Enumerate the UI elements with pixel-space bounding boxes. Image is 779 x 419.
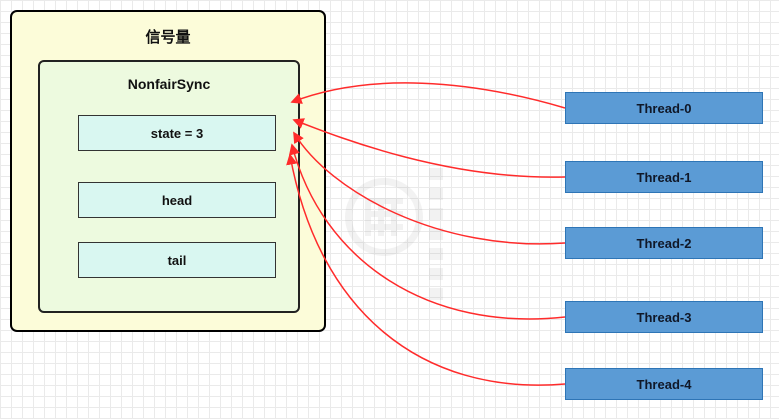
semaphore-box: 信号量 NonfairSync state = 3 head tail (10, 10, 326, 332)
thread-box-4: Thread-4 (565, 368, 763, 400)
watermark-circle-icon (345, 178, 423, 256)
thread-box-3: Thread-3 (565, 301, 763, 333)
arrow-thread-2 (293, 131, 566, 245)
semaphore-title: 信号量 (145, 29, 191, 46)
tail-field: tail (78, 242, 276, 278)
arrow-thread-3 (288, 143, 566, 320)
watermark-text-bar (429, 168, 443, 308)
thread-box-0: Thread-0 (565, 92, 763, 124)
arrow-thread-4 (286, 153, 566, 386)
watermark-logo-icon (365, 198, 403, 236)
nonfairsync-title: NonfairSync (127, 76, 211, 92)
arrow-thread-0 (290, 82, 566, 109)
thread-box-2: Thread-2 (565, 227, 763, 259)
thread-box-1: Thread-1 (565, 161, 763, 193)
nonfairsync-box: NonfairSync state = 3 head tail (38, 60, 300, 313)
watermark (345, 168, 445, 308)
head-field: head (78, 182, 276, 218)
arrow-thread-1 (292, 118, 566, 178)
state-field: state = 3 (78, 115, 276, 151)
